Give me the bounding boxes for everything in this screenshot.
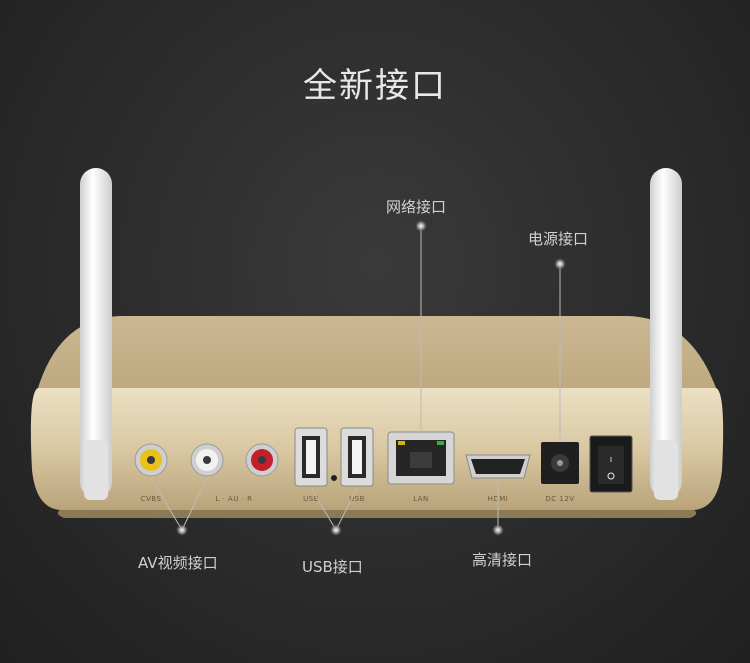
device-top-surface xyxy=(38,316,716,388)
lan-print-label: LAN xyxy=(413,495,429,503)
page-title: 全新接口 xyxy=(303,66,447,106)
callout-hdmi-line xyxy=(492,480,504,536)
callout-network-line xyxy=(415,220,427,432)
rca-yellow-port xyxy=(134,443,168,477)
callout-usb-label: USB接口 xyxy=(302,558,363,576)
callout-power-line xyxy=(554,258,566,442)
hdmi-port xyxy=(465,454,531,479)
callout-hdmi-label: 高清接口 xyxy=(472,551,533,569)
lr-print-label: L · AU · R xyxy=(215,495,252,503)
callout-av-line xyxy=(150,477,208,536)
rca-red-port xyxy=(245,443,279,477)
cvbs-print-label: CVBS xyxy=(141,495,162,503)
callout-usb-line xyxy=(310,487,358,536)
dc-print-label: DC 12V xyxy=(545,495,574,503)
svg-text:ı: ı xyxy=(610,455,613,465)
callout-power-label: 电源接口 xyxy=(528,230,589,248)
power-switch: ı xyxy=(589,435,633,493)
lan-port xyxy=(387,431,455,485)
antenna-right xyxy=(650,168,682,500)
dc-power-port xyxy=(541,442,579,484)
usb-port-1 xyxy=(294,427,328,487)
callout-av-label: AV视频接口 xyxy=(138,554,218,572)
antenna-left xyxy=(80,168,112,500)
rca-white-port xyxy=(190,443,224,477)
usb2-print-label: USB xyxy=(349,495,365,503)
usb1-print-label: USB xyxy=(303,495,319,503)
callout-network-label: 网络接口 xyxy=(386,198,447,216)
usb-port-2 xyxy=(340,427,374,487)
